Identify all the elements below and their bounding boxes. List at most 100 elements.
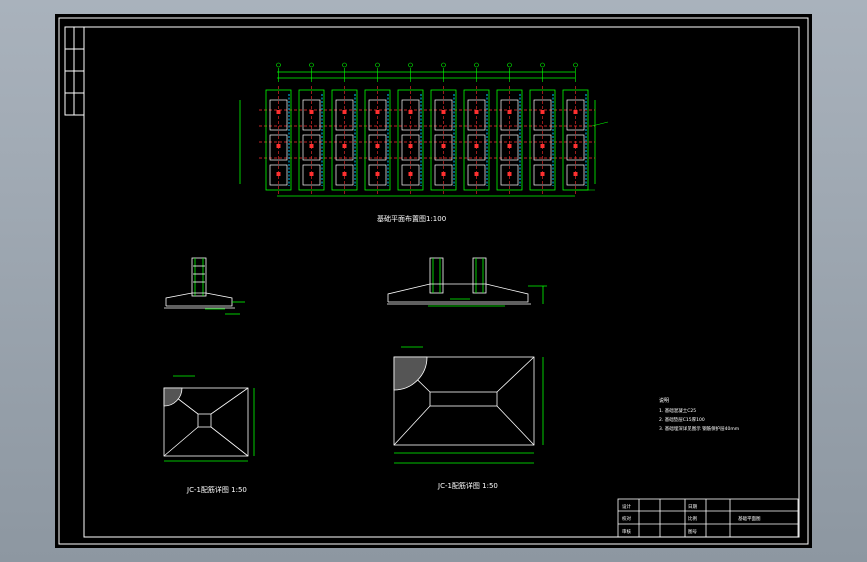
footing-outline: [265, 89, 292, 191]
cad-viewport[interactable]: 基础平面布置图1:100: [55, 14, 812, 548]
column-mark: [474, 110, 479, 114]
footing-pad: [500, 99, 519, 131]
footing-pad: [368, 99, 387, 131]
drawing-name: 基础平面图: [738, 515, 761, 522]
column-mark: [441, 144, 446, 148]
footing-outline: [298, 89, 325, 191]
column-mark: [408, 144, 413, 148]
footing-pad: [401, 99, 420, 131]
column-mark: [540, 172, 545, 176]
grid-bubble: [540, 62, 545, 68]
footing-outline: [364, 89, 391, 191]
column-mark: [474, 172, 479, 176]
column-mark: [342, 110, 347, 114]
footing-pad: [566, 99, 585, 131]
column-mark: [441, 110, 446, 114]
footing-outline: [529, 89, 556, 191]
grid-bubble: [375, 62, 380, 68]
column-mark: [309, 172, 314, 176]
title-cell: 图号: [688, 529, 697, 535]
footing-pad: [434, 134, 453, 161]
inner-frame: [83, 26, 800, 538]
notes-block: 说明 1. 基础混凝土C25 2. 基础垫层C15厚100 3. 基础埋深详见图…: [659, 397, 739, 432]
grid-bubble: [408, 62, 413, 68]
footing-pad: [302, 164, 321, 186]
footing-pad: [467, 99, 486, 131]
column-mark: [507, 144, 512, 148]
leader-line: [591, 121, 609, 127]
column-mark: [573, 110, 578, 114]
grid-bubble: [474, 62, 479, 68]
note-item: 3. 基础埋深详见图示 钢筋保护层40mm: [659, 425, 739, 432]
outer-frame: [58, 17, 809, 545]
column-mark: [540, 110, 545, 114]
section-a-title: JC-1配筋详图 1:50: [186, 485, 247, 494]
column-mark: [408, 172, 413, 176]
footing-pad: [269, 134, 288, 161]
title-cell: 日期: [688, 504, 697, 510]
footing-pad: [335, 134, 354, 161]
grid-bubble: [573, 62, 578, 68]
title-cell: 校对: [622, 515, 631, 522]
title-cell: 比例: [688, 515, 697, 522]
column-mark: [474, 144, 479, 148]
column-mark: [573, 144, 578, 148]
column-mark: [375, 172, 380, 176]
binding-strip: [64, 26, 85, 116]
column-mark: [408, 110, 413, 114]
column-mark: [342, 144, 347, 148]
footing-pad: [566, 164, 585, 186]
footing-pad: [335, 99, 354, 131]
footing-outline: [463, 89, 490, 191]
column-mark: [309, 110, 314, 114]
column-mark: [507, 110, 512, 114]
footing-pad: [269, 99, 288, 131]
column-mark: [309, 144, 314, 148]
footing-pad: [467, 134, 486, 161]
footing-pad: [401, 164, 420, 186]
footing-pad: [368, 134, 387, 161]
note-item: 1. 基础混凝土C25: [659, 407, 696, 414]
notes-heading: 说明: [659, 397, 669, 404]
column-mark: [375, 144, 380, 148]
column-mark: [540, 144, 545, 148]
title-cell: 审核: [622, 528, 631, 535]
footing-outline: [496, 89, 523, 191]
grid-bubble: [309, 62, 314, 68]
column-mark: [507, 172, 512, 176]
footing-pad: [302, 134, 321, 161]
section-b-title: JC-1配筋详图 1:50: [437, 481, 498, 490]
footing-pad: [434, 164, 453, 186]
title-block: [617, 498, 799, 538]
plan-title: 基础平面布置图1:100: [377, 214, 446, 223]
footing-section-a: [164, 257, 245, 315]
grid-bubble: [507, 62, 512, 68]
footing-section-b: [387, 257, 547, 307]
footing-pad: [533, 164, 552, 186]
column-mark: [276, 172, 281, 176]
footing-pad: [335, 164, 354, 186]
footing-outline: [331, 89, 358, 191]
footing-pad: [302, 99, 321, 131]
footing-pad: [566, 134, 585, 161]
column-mark: [342, 172, 347, 176]
column-mark: [276, 144, 281, 148]
note-item: 2. 基础垫层C15厚100: [659, 416, 705, 423]
column-mark: [573, 172, 578, 176]
column-mark: [375, 110, 380, 114]
grid-bubble: [342, 62, 347, 68]
footing-pad: [500, 164, 519, 186]
footing-pad: [401, 134, 420, 161]
footing-pad: [533, 134, 552, 161]
footing-plan-a: [163, 375, 255, 462]
footing-pad: [434, 99, 453, 131]
column-mark: [276, 110, 281, 114]
footing-plan-b: [393, 346, 544, 464]
grid-bubble: [276, 62, 281, 68]
column-mark: [441, 172, 446, 176]
foundation-plan: [239, 62, 609, 197]
footing-pad: [368, 164, 387, 186]
footing-pad: [467, 164, 486, 186]
footing-pad: [533, 99, 552, 131]
footing-outline: [430, 89, 457, 191]
